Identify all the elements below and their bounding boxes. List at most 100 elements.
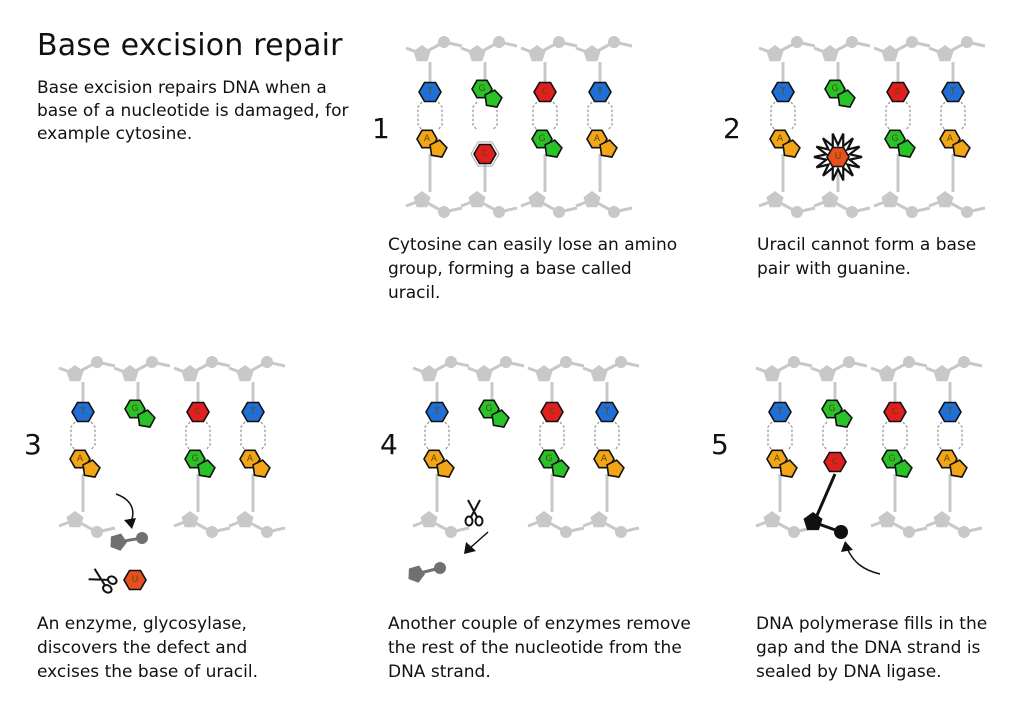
step-3-caption: An enzyme, glycosylase, discovers the de… (37, 614, 258, 682)
bottom-strand-backbone (58, 511, 286, 538)
step-5-caption: DNA polymerase fills in the gap and the … (756, 614, 988, 682)
base-t: T (588, 81, 612, 103)
hydrogen-bond (594, 421, 620, 451)
abasic-nucleotide (110, 532, 148, 551)
base-t: T (418, 81, 442, 103)
base-g: G (881, 449, 913, 478)
hydrogen-bond (770, 101, 796, 131)
svg-text:T: T (603, 407, 610, 417)
hydrogen-bond (767, 421, 793, 451)
base-a: A (416, 129, 448, 158)
removed-nucleotide (408, 562, 446, 583)
svg-text:C: C (195, 407, 201, 417)
hydrogen-bond (882, 421, 908, 451)
svg-text:T: T (776, 407, 783, 417)
base-c: C (186, 401, 210, 423)
arrow-icon (841, 541, 881, 575)
top-strand-backbone (58, 356, 286, 382)
base-t: T (241, 401, 265, 423)
diagram-title: Base excision repair (37, 28, 343, 63)
svg-text:T: T (779, 87, 786, 97)
svg-text:T: T (946, 407, 953, 417)
hydrogen-bond (472, 101, 498, 131)
svg-text:A: A (594, 134, 601, 144)
step-1-number: 1 (372, 112, 390, 145)
base-c: C (883, 401, 907, 423)
svg-text:G: G (479, 84, 486, 94)
bottom-strand-backbone (412, 511, 640, 538)
base-g: G (124, 399, 156, 428)
step-5-dna-panel: T A G C C G T A (755, 356, 983, 575)
base-c: C (540, 401, 564, 423)
hydrogen-bond (937, 421, 963, 451)
base-t: T (768, 401, 792, 423)
base-g: G (471, 79, 503, 108)
hydrogen-bond (940, 101, 966, 131)
svg-text:T: T (249, 407, 256, 417)
svg-text:A: A (947, 134, 954, 144)
top-strand-backbone (412, 356, 640, 382)
base-a: A (769, 129, 801, 158)
base-u: U (826, 146, 850, 168)
base-c: C (823, 451, 847, 473)
step-2-caption: Uracil cannot form a base pair with guan… (757, 235, 977, 279)
base-a: A (239, 449, 271, 478)
svg-text:C: C (832, 457, 838, 467)
base-c: C (533, 81, 557, 103)
base-t: T (941, 81, 965, 103)
svg-text:G: G (132, 404, 139, 414)
step-4-number: 4 (380, 428, 398, 461)
svg-text:U: U (132, 575, 139, 585)
bottom-strand-backbone (755, 511, 983, 538)
svg-text:G: G (539, 134, 546, 144)
svg-text:A: A (774, 454, 781, 464)
hydrogen-bond (539, 421, 565, 451)
step-2-dna-panel: T A G U C G T A (758, 36, 986, 218)
svg-text:G: G (892, 134, 899, 144)
svg-text:A: A (601, 454, 608, 464)
svg-text:U: U (835, 152, 842, 162)
base-c: C (470, 141, 500, 167)
svg-text:G: G (829, 404, 836, 414)
svg-text:C: C (892, 407, 898, 417)
svg-text:A: A (944, 454, 951, 464)
top-strand-backbone (405, 36, 633, 62)
svg-text:G: G (832, 84, 839, 94)
arrow-icon (464, 531, 489, 554)
hydrogen-bond (424, 421, 450, 451)
hydrogen-bond (532, 101, 558, 131)
step-5-number: 5 (711, 428, 729, 461)
step-2-number: 2 (723, 112, 741, 145)
hydrogen-bond (587, 101, 613, 131)
base-g: G (824, 79, 856, 108)
base-g: G (184, 449, 216, 478)
svg-text:A: A (431, 454, 438, 464)
base-a: A (766, 449, 798, 478)
base-t: T (771, 81, 795, 103)
svg-text:T: T (433, 407, 440, 417)
hydrogen-bond (70, 421, 96, 451)
top-strand-backbone (755, 356, 983, 382)
svg-text:T: T (79, 407, 86, 417)
svg-text:C: C (542, 87, 548, 97)
base-a: A (936, 449, 968, 478)
svg-text:T: T (426, 87, 433, 97)
hydrogen-bond (417, 101, 443, 131)
base-a: A (593, 449, 625, 478)
bottom-strand-backbone (758, 191, 986, 218)
svg-text:G: G (546, 454, 553, 464)
base-c: C (886, 81, 910, 103)
new-nucleotide (803, 473, 848, 539)
scissors-icon (88, 568, 118, 594)
arrow-icon (115, 493, 136, 529)
svg-text:G: G (889, 454, 896, 464)
base-g: G (538, 449, 570, 478)
intro-text: Base excision repairs DNA when a base of… (37, 78, 349, 144)
svg-text:C: C (482, 149, 488, 159)
svg-text:A: A (247, 454, 254, 464)
base-a: A (69, 449, 101, 478)
base-g: G (884, 129, 916, 158)
top-strand-backbone (758, 36, 986, 62)
hydrogen-bond (240, 421, 266, 451)
